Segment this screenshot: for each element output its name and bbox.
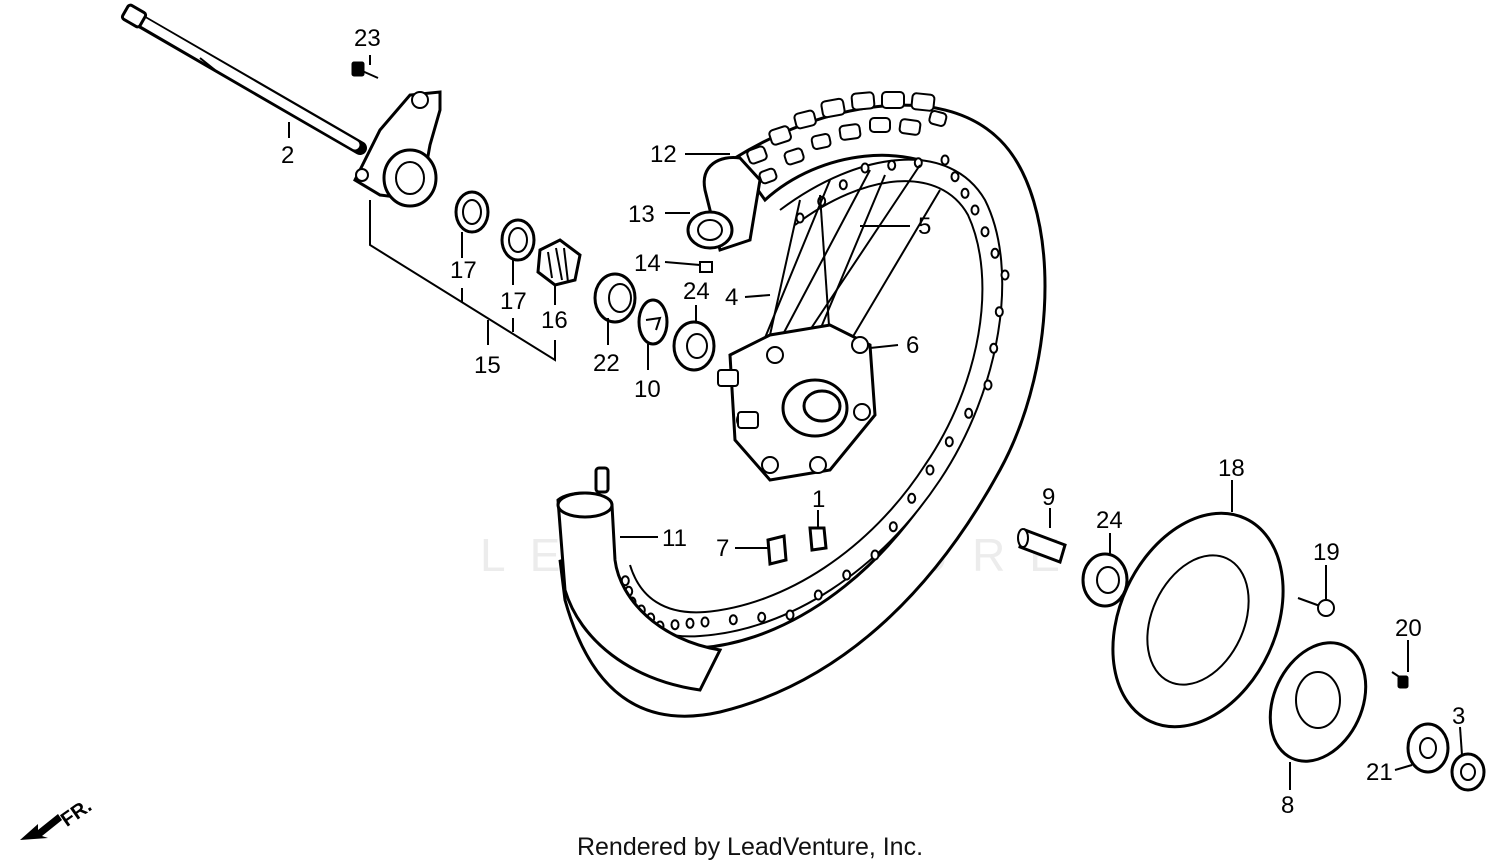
rim-hole: [990, 247, 1000, 259]
callout-18: 18: [1218, 455, 1245, 482]
rim-hole: [983, 379, 993, 391]
inner-tube: [556, 466, 723, 692]
callout-23: 23: [354, 25, 381, 52]
rim-hole: [670, 619, 680, 631]
valve-cap-7: [766, 534, 788, 566]
speedometer-gearbox: [353, 90, 442, 208]
rim-hole: [838, 179, 848, 191]
screw-23: [351, 61, 379, 79]
callout-22: 22: [593, 350, 620, 377]
rim-hole: [860, 162, 870, 174]
rim-hole: [700, 616, 710, 628]
tire-tread: [746, 91, 948, 185]
front-label: FR.: [57, 795, 96, 832]
rim-hole: [887, 159, 897, 171]
bolt-19: [1297, 597, 1335, 617]
rim-hole: [960, 187, 970, 199]
rim-hole: [785, 609, 795, 621]
rim-band: [686, 155, 762, 273]
callout-2: 2: [281, 142, 294, 169]
callout-12: 12: [650, 141, 677, 168]
callout-3: 3: [1452, 703, 1465, 730]
callout-6: 6: [906, 332, 919, 359]
collar-21: [1406, 722, 1450, 774]
leader-lines: [288, 55, 1463, 790]
rim-hole: [940, 154, 950, 166]
callout-19: 19: [1313, 539, 1340, 566]
rim-hole: [907, 492, 917, 504]
spokes: [759, 164, 941, 351]
callout-16: 16: [541, 307, 568, 334]
rim-hole: [757, 611, 767, 623]
callouts: 1 2 3 4 5 6 7 8 9 10 11 12 13 14 15 16 1…: [281, 25, 1465, 819]
rim-hole: [842, 569, 852, 581]
callout-1: 1: [812, 486, 825, 513]
callout-24b: 24: [1096, 507, 1123, 534]
front-arrow-icon: [20, 814, 62, 840]
rim-hole: [970, 204, 980, 216]
callout-20: 20: [1395, 615, 1422, 642]
callout-15: 15: [474, 352, 501, 379]
rim-hole: [728, 614, 738, 626]
front-direction-indicator: FR.: [20, 795, 96, 840]
spacer-9: [1017, 528, 1067, 564]
rim-hole: [870, 549, 880, 561]
callout-13: 13: [628, 201, 655, 228]
valve-1: [808, 526, 828, 552]
brake-disc-18: [1111, 511, 1285, 729]
callout-7: 7: [716, 535, 729, 562]
screw-20: [1391, 671, 1409, 689]
callout-8: 8: [1281, 792, 1294, 819]
rim-hole: [994, 306, 1004, 318]
retainer-10: [637, 298, 669, 346]
rim-hole: [685, 617, 695, 629]
hub-cover-8: [1268, 641, 1368, 763]
rim-hole: [950, 171, 960, 183]
bearing-24a: [672, 320, 716, 372]
callout-9: 9: [1042, 484, 1055, 511]
dust-seal-17a: [454, 190, 490, 234]
rim-hole: [944, 436, 954, 448]
callout-24a: 24: [683, 278, 710, 305]
rim-hole: [888, 521, 898, 533]
callout-10: 10: [634, 376, 661, 403]
callout-4: 4: [725, 284, 738, 311]
bearing-24b: [1081, 552, 1129, 608]
rim-hole: [925, 464, 935, 476]
callout-17b: 17: [500, 288, 527, 315]
oil-seal-22: [593, 272, 637, 324]
callout-21: 21: [1366, 759, 1393, 786]
rim-hole: [989, 342, 999, 354]
rim-hole: [980, 226, 990, 238]
cap-3: [1450, 752, 1486, 792]
callout-5: 5: [918, 213, 931, 240]
callout-14: 14: [634, 250, 661, 277]
rim-hole: [964, 407, 974, 419]
speedometer-gear-16: [536, 238, 582, 287]
callout-11: 11: [662, 525, 687, 552]
axle: [120, 3, 367, 155]
callout-17a: 17: [450, 257, 477, 284]
hub: [717, 323, 877, 482]
footer-credit: Rendered by LeadVenture, Inc.: [576, 833, 924, 861]
rim-hole: [1000, 269, 1010, 281]
dust-seal-17b: [500, 218, 536, 262]
rim-hole: [813, 589, 823, 601]
